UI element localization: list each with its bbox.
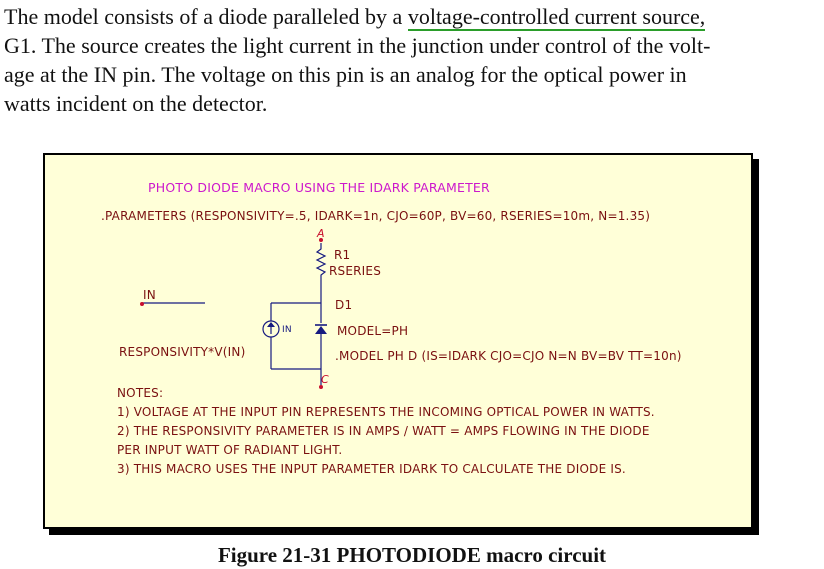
note-3: 3) THIS MACRO USES THE INPUT PARAMETER I… — [117, 462, 626, 476]
notes-title: NOTES: — [117, 386, 164, 400]
node-a-dot — [319, 238, 323, 242]
intro-line-3: age at the IN pin. The voltage on this p… — [4, 62, 687, 87]
diode-name: D1 — [335, 298, 353, 312]
input-pin-label: IN — [143, 288, 156, 302]
node-c-dot — [319, 385, 323, 389]
diode-model: MODEL=PH — [337, 324, 409, 338]
intro-paragraph: The model consists of a diode paralleled… — [4, 2, 816, 118]
resistor-value: RSERIES — [329, 264, 382, 278]
schematic-title: PHOTO DIODE MACRO USING THE IDARK PARAME… — [148, 180, 490, 195]
diode-triangle — [315, 326, 327, 334]
resistor-name: R1 — [334, 248, 351, 262]
resistor-r1-symbol — [315, 243, 327, 303]
intro-line-1-text: The model consists of a diode paralleled… — [4, 4, 408, 29]
current-source-arrow-head — [267, 322, 275, 327]
note-2-continued: PER INPUT WATT OF RADIANT LIGHT. — [117, 443, 343, 457]
intro-line-2: G1. The source creates the light current… — [4, 33, 711, 58]
intro-line-4: watts incident on the detector. — [4, 91, 268, 116]
note-2: 2) THE RESPONSIVITY PARAMETER IS IN AMPS… — [117, 424, 650, 438]
source-expression: RESPONSIVITY*V(IN) — [119, 345, 246, 359]
figure-caption: Figure 21-31 PHOTODIODE macro circuit — [217, 543, 607, 567]
source-pin-label: IN — [282, 325, 292, 335]
schematic-figure: PHOTO DIODE MACRO USING THE IDARK PARAME… — [43, 153, 753, 529]
intro-line-1: The model consists of a diode paralleled… — [4, 2, 816, 31]
node-c-label: C — [321, 373, 329, 386]
note-1: 1) VOLTAGE AT THE INPUT PIN REPRESENTS T… — [117, 405, 655, 419]
node-a-label: A — [317, 227, 325, 240]
input-pin-dot — [140, 302, 144, 306]
voltage-controlled-source-link[interactable]: voltage-controlled current source, — [407, 4, 706, 31]
parameters-line: .PARAMETERS (RESPONSIVITY=.5, IDARK=1n, … — [101, 209, 651, 223]
schematic-wiring — [140, 238, 327, 389]
model-definition: .MODEL PH D (IS=IDARK CJO=CJO N=N BV=BV … — [335, 349, 682, 363]
